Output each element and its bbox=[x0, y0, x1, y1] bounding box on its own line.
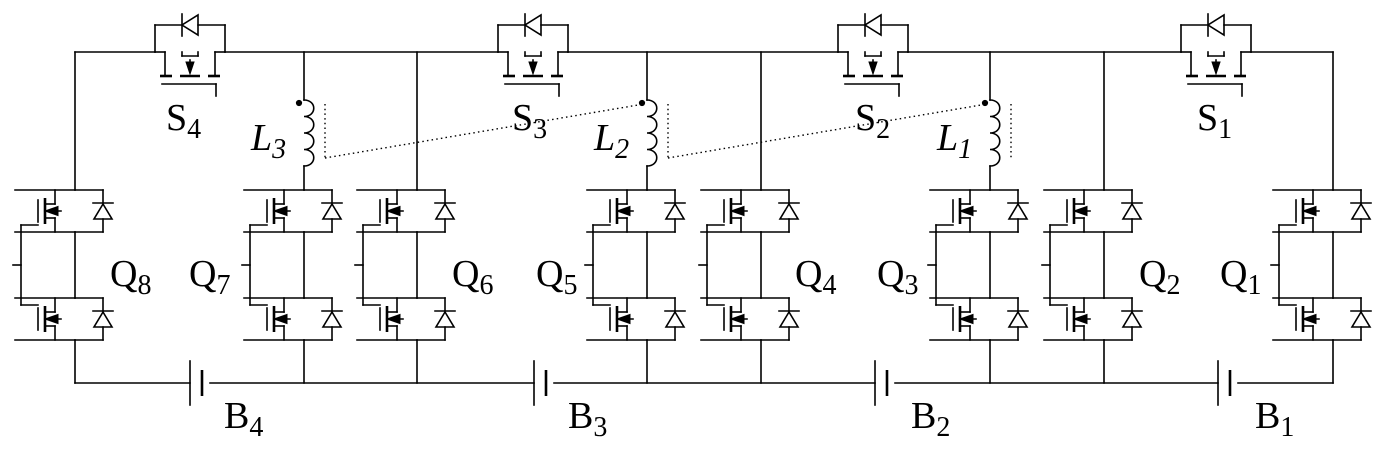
switch-label-s1: S1 bbox=[1197, 97, 1232, 145]
inductor-label-l1: L1 bbox=[936, 117, 972, 165]
transistor-label-q1: Q1 bbox=[1220, 253, 1261, 301]
switch-s3 bbox=[497, 13, 569, 97]
switch-label-s2: S2 bbox=[855, 97, 890, 145]
battery-cells bbox=[189, 360, 1232, 406]
inductor-label-l2: L2 bbox=[593, 117, 629, 165]
transistor-legs bbox=[12, 189, 1372, 341]
transistor-label-q8: Q8 bbox=[110, 253, 151, 301]
transistor-q6 bbox=[354, 189, 456, 341]
battery-b2 bbox=[874, 360, 889, 406]
transistor-q7 bbox=[241, 189, 343, 341]
coupled-inductors bbox=[295, 99, 1012, 167]
transistor-q8 bbox=[12, 189, 114, 341]
transistor-label-q5: Q5 bbox=[536, 253, 577, 301]
series-switches bbox=[154, 13, 1252, 97]
inductor-l3 bbox=[295, 99, 326, 167]
transistor-q2 bbox=[1041, 189, 1143, 341]
battery-b1 bbox=[1217, 360, 1232, 406]
transistor-label-q2: Q2 bbox=[1139, 253, 1180, 301]
switch-label-s4: S4 bbox=[166, 97, 201, 145]
battery-b4 bbox=[189, 360, 204, 406]
circuit-wiring bbox=[74, 51, 1334, 384]
transistor-label-q7: Q7 bbox=[189, 253, 230, 301]
switch-s2 bbox=[837, 13, 909, 97]
transistor-q4 bbox=[698, 189, 800, 341]
inductor-l2 bbox=[638, 99, 669, 167]
inductor-l1 bbox=[981, 99, 1012, 167]
battery-b3 bbox=[533, 360, 548, 406]
inductor-label-l3: L3 bbox=[250, 117, 286, 165]
transistor-label-q4: Q4 bbox=[795, 253, 836, 301]
switch-s4 bbox=[154, 13, 226, 97]
transistor-q5 bbox=[584, 189, 686, 341]
switch-label-s3: S3 bbox=[512, 97, 547, 145]
battery-label-b2: B2 bbox=[911, 395, 950, 443]
battery-label-b4: B4 bbox=[224, 395, 263, 443]
battery-label-b3: B3 bbox=[568, 395, 607, 443]
transistor-q1 bbox=[1270, 189, 1372, 341]
transistor-label-q6: Q6 bbox=[452, 253, 493, 301]
transistor-q3 bbox=[927, 189, 1029, 341]
switch-s1 bbox=[1180, 13, 1252, 97]
battery-label-b1: B1 bbox=[1255, 395, 1294, 443]
transistor-label-q3: Q3 bbox=[877, 253, 918, 301]
